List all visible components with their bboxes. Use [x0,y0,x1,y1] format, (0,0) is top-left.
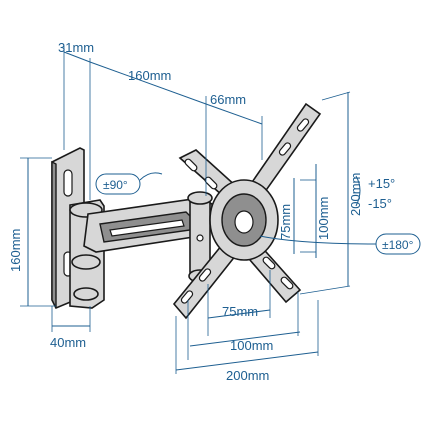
dimension-labels: 31mm 160mm 66mm 160mm 40mm 75mm 100mm 20… [8,40,363,383]
swing-arm [83,191,213,283]
vesa-plate [172,102,322,320]
dim-100mm-h: 100mm [230,338,273,353]
dimension-lines [20,46,379,374]
dim-40mm: 40mm [50,335,86,350]
angle-swivel: ±90° [103,178,128,192]
dim-75mm-h: 75mm [222,304,258,319]
dim-200mm-h: 200mm [226,368,269,383]
angle-rotate: ±180° [382,238,414,252]
dim-75mm-v: 75mm [278,204,293,240]
dim-200mm-v: 200mm [348,173,363,216]
dim-66mm: 66mm [210,92,246,107]
dim-100mm-v: 100mm [316,197,331,240]
angle-tilt-up: +15° [368,176,395,191]
angle-labels: ±90° ±180° +15° -15° [95,173,421,255]
dim-160mm-arm: 160mm [128,68,171,83]
angle-tilt-down: -15° [368,196,392,211]
dim-31mm: 31mm [58,40,94,55]
rotate-bubble [375,233,421,255]
dim-160mm-wall: 160mm [8,229,23,272]
swivel-bubble [95,173,141,195]
